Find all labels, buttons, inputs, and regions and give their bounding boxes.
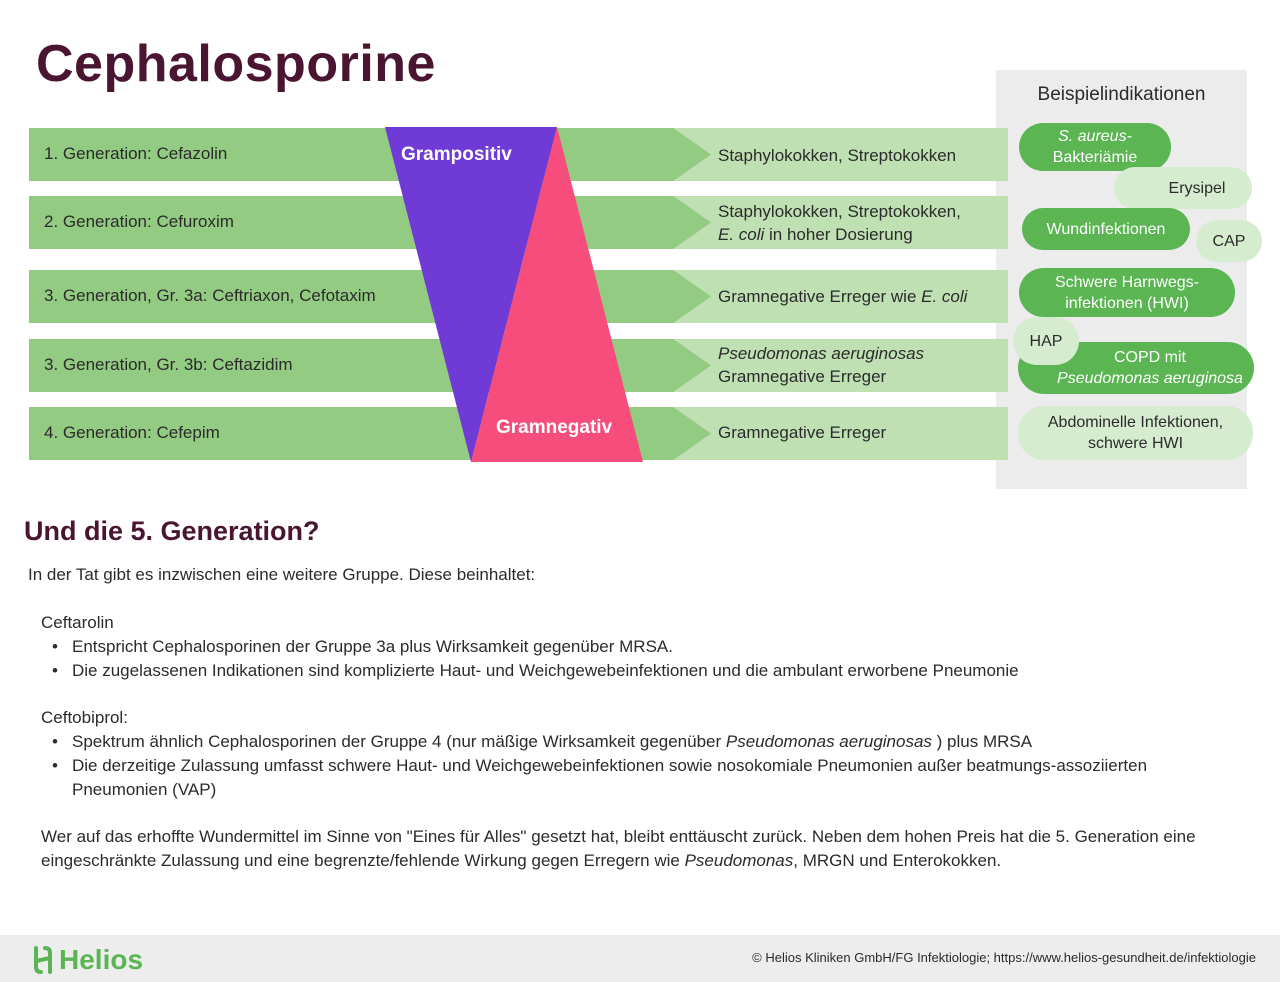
ceftobiprol-list: Spektrum ähnlich Cephalosporinen der Gru…: [52, 730, 1202, 802]
footer: [0, 935, 1280, 982]
helios-logo-text: Helios: [59, 944, 144, 975]
spectrum-text-3: Gramnegative Erreger wie E. coli: [718, 287, 968, 306]
indication-cap: CAP: [1196, 220, 1262, 262]
closing-paragraph: Wer auf das erhoffte Wundermittel im Sin…: [41, 827, 1196, 870]
section-title: Und die 5. Generation?: [24, 516, 320, 546]
list-item: Die zugelassenen Indikationen sind kompl…: [52, 659, 1232, 683]
gramnegative-label: Gramnegativ: [496, 417, 613, 438]
generation-label-4: 3. Generation, Gr. 3b: Ceftazidim: [44, 355, 293, 374]
ceftobiprol-heading: Ceftobiprol:: [41, 708, 128, 727]
indication-s-aureus: S. aureus-Bakteriämie: [1019, 123, 1171, 171]
list-item: Spektrum ähnlich Cephalosporinen der Gru…: [52, 730, 1202, 754]
ceftarolin-heading: Ceftarolin: [41, 613, 114, 632]
generation-label-1: 1. Generation: Cefazolin: [44, 144, 228, 163]
indications-panel-title: Beispielindikationen: [1037, 84, 1206, 105]
indication-erysipel: Erysipel: [1114, 167, 1252, 209]
list-item: Entspricht Cephalosporinen der Gruppe 3a…: [52, 635, 1232, 659]
copyright: © Helios Kliniken GmbH/FG Infektiologie;…: [752, 950, 1256, 965]
spectrum-text-4: Pseudomonas aeruginosas Gramnegative Err…: [718, 344, 925, 386]
helios-logo-icon: [34, 946, 52, 974]
helios-logo: Helios: [32, 944, 143, 976]
generation-label-3: 3. Generation, Gr. 3a: Ceftriaxon, Cefot…: [44, 286, 376, 305]
generation-label-5: 4. Generation: Cefepim: [44, 423, 220, 442]
list-item: Die derzeitige Zulassung umfasst schwere…: [52, 754, 1202, 802]
generation-label-2: 2. Generation: Cefuroxim: [44, 212, 234, 231]
grampositive-label: Grampositiv: [401, 144, 512, 165]
page-title: Cephalosporine: [36, 35, 436, 93]
indication-abdominal: Abdominelle Infektionen,schwere HWI: [1018, 406, 1253, 460]
indication-hwi: Schwere Harnwegs-infektionen (HWI): [1019, 268, 1235, 317]
ceftarolin-list: Entspricht Cephalosporinen der Gruppe 3a…: [52, 635, 1232, 683]
spectrum-text-2: Staphylokokken, Streptokokken, E. coli i…: [718, 202, 961, 244]
spectrum-text-1: Staphylokokken, Streptokokken: [718, 146, 957, 165]
spectrum-text-5: Gramnegative Erreger: [718, 423, 887, 442]
indication-wundinfektionen: Wundinfektionen: [1022, 208, 1190, 250]
indication-hap: HAP: [1013, 317, 1079, 365]
section-intro: In der Tat gibt es inzwischen eine weite…: [28, 565, 536, 584]
